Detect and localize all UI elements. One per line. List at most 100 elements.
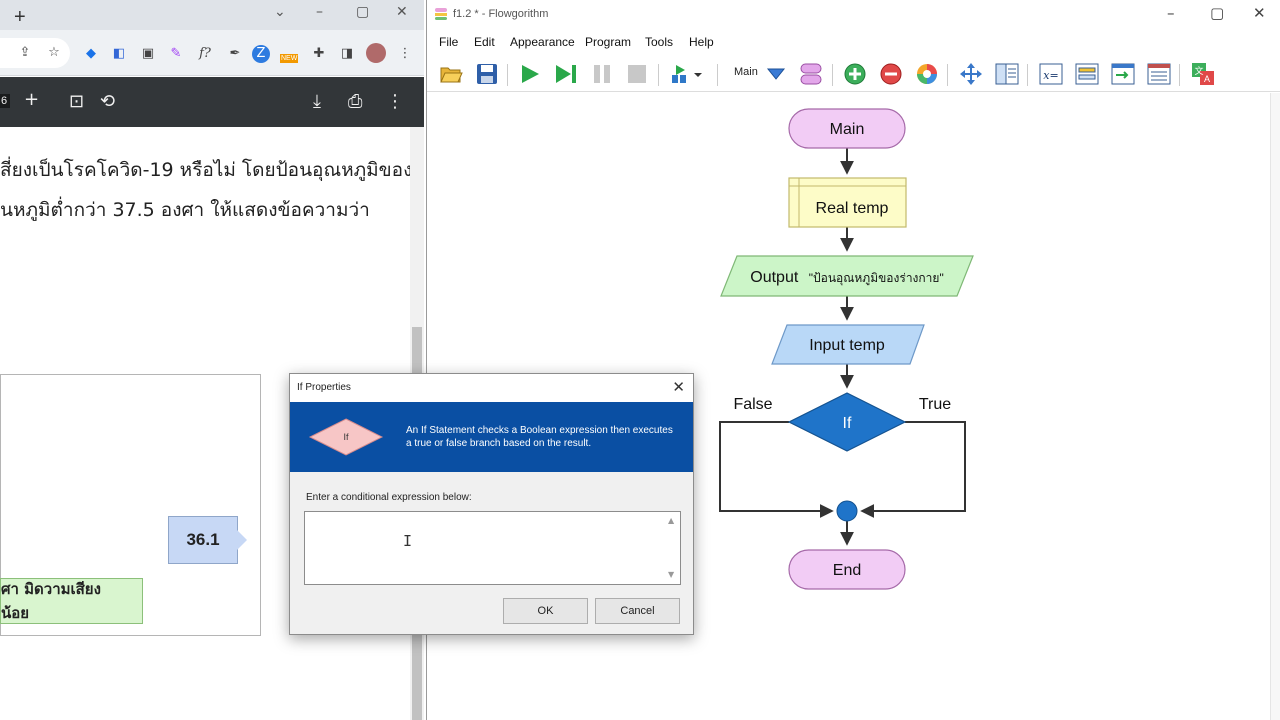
toolbar-separator xyxy=(717,64,718,86)
expression-scrollbar[interactable]: ▲ ▼ xyxy=(664,512,680,584)
chart-style-icon[interactable] xyxy=(1146,61,1172,87)
browser-menu-icon[interactable]: ⋮ xyxy=(398,46,412,61)
download-icon[interactable]: ⤓ xyxy=(313,91,321,112)
tab-search-chevron-icon[interactable]: ⌄ xyxy=(274,4,286,20)
save-icon[interactable] xyxy=(474,61,500,87)
new-tab-button[interactable]: + xyxy=(14,6,26,28)
canvas-scrollbar[interactable] xyxy=(1270,93,1280,720)
declare-shape[interactable]: Real temp xyxy=(788,177,907,228)
end-terminal-label: End xyxy=(833,562,861,579)
pdf-toolbar: 6 + ⊡ ⟲ ⤓ ⎙ ⋮ xyxy=(0,77,424,127)
extension-screen-icon[interactable]: ▣ xyxy=(141,46,155,61)
toolbar-separator xyxy=(507,64,508,86)
false-branch-label: False xyxy=(733,396,772,413)
function-selector[interactable]: Main xyxy=(734,66,758,78)
browser-window: + ⌄ – ▢ ✕ ⇪ ☆ ◆ ◧ ▣ ✎ f? ✒ Z NEW ✚ ◨ ⋮ 6… xyxy=(0,0,424,720)
flowchart-canvas[interactable]: Main Real temp Output "ป้อนอุณหภูมิของร่… xyxy=(427,93,1271,720)
menu-appearance[interactable]: Appearance xyxy=(510,35,575,49)
bookmark-star-icon[interactable]: ☆ xyxy=(48,45,60,60)
dialog-titlebar: If Properties ✕ xyxy=(290,374,693,402)
merge-point[interactable] xyxy=(836,500,858,522)
end-terminal[interactable]: End xyxy=(788,549,906,590)
dialog-close-icon[interactable]: ✕ xyxy=(672,378,685,396)
menu-file[interactable]: File xyxy=(439,35,459,49)
expression-input-frame: ▲ ▼ I xyxy=(304,511,681,585)
input-shape[interactable]: Input temp xyxy=(771,324,925,365)
scroll-up-icon[interactable]: ▲ xyxy=(668,516,675,525)
new-badge: NEW xyxy=(280,54,299,63)
browser-toolbar: ⇪ ☆ ◆ ◧ ▣ ✎ f? ✒ Z NEW ✚ ◨ ⋮ xyxy=(0,30,424,76)
zoom-in-icon[interactable] xyxy=(842,61,868,87)
console-window-icon[interactable] xyxy=(1074,61,1100,87)
pdf-more-icon[interactable]: ⋮ xyxy=(386,91,404,112)
fit-page-icon[interactable]: ⊡ xyxy=(69,91,85,112)
extension-formula-icon[interactable]: f? xyxy=(199,46,211,61)
extension-new-icon[interactable]: NEW xyxy=(280,42,302,63)
open-folder-icon[interactable] xyxy=(438,61,464,87)
expression-input[interactable] xyxy=(305,512,665,584)
input-label: Input temp xyxy=(809,337,885,354)
pause-icon[interactable] xyxy=(589,61,615,87)
output-window-icon[interactable] xyxy=(1110,61,1136,87)
share-icon[interactable]: ⇪ xyxy=(19,45,31,60)
output-shape[interactable]: Output "ป้อนอุณหภูมิของร่างกาย" xyxy=(720,255,974,297)
run-icon[interactable] xyxy=(517,61,543,87)
color-wheel-icon[interactable] xyxy=(914,61,940,87)
scroll-down-icon[interactable]: ▼ xyxy=(668,570,675,579)
fg-close-icon[interactable]: ✕ xyxy=(1253,4,1266,22)
function-dropdown-arrow-icon[interactable] xyxy=(763,61,789,87)
dialog-title: If Properties xyxy=(297,382,351,393)
rotate-icon[interactable]: ⟲ xyxy=(100,91,116,112)
toolbar-separator xyxy=(947,64,948,86)
output-keyword: Output xyxy=(750,269,799,286)
dialog-description: An If Statement checks a Boolean express… xyxy=(406,425,673,449)
layout-panel-icon[interactable] xyxy=(994,61,1020,87)
extension-drive-icon[interactable]: ◆ xyxy=(86,46,96,61)
menu-program[interactable]: Program xyxy=(585,35,632,49)
extension-dropper-icon[interactable]: ✒ xyxy=(229,46,241,61)
run-speed-icon[interactable] xyxy=(669,61,703,87)
expression-prompt: Enter a conditional expression below: xyxy=(306,492,472,503)
toolbar-separator xyxy=(658,64,659,86)
menu-tools[interactable]: Tools xyxy=(645,35,674,49)
fg-minimize-icon[interactable]: – xyxy=(1167,4,1175,22)
toolbar-separator xyxy=(832,64,833,86)
profile-avatar[interactable] xyxy=(366,43,386,63)
window-title: f1.2 * - Flowgorithm xyxy=(453,8,549,20)
extensions-puzzle-icon[interactable]: ✚ xyxy=(313,46,325,61)
address-bar[interactable] xyxy=(0,38,70,68)
extension-docs-icon[interactable]: ◧ xyxy=(112,46,126,61)
if-properties-dialog: If Properties ✕ If An If Statement check… xyxy=(289,373,694,635)
variable-watch-icon[interactable]: x= xyxy=(1038,61,1064,87)
close-icon[interactable]: ✕ xyxy=(396,4,408,20)
print-icon[interactable]: ⎙ xyxy=(348,91,363,112)
cancel-button[interactable]: Cancel xyxy=(595,598,680,624)
menu-help[interactable]: Help xyxy=(689,35,714,49)
connector-true-branch[interactable] xyxy=(860,421,966,518)
if-shape[interactable]: If xyxy=(787,392,907,452)
zoom-in-icon[interactable]: + xyxy=(24,89,40,110)
ok-button[interactable]: OK xyxy=(503,598,588,624)
svg-text:文: 文 xyxy=(1194,65,1203,76)
stop-icon[interactable] xyxy=(624,61,650,87)
connector-false-branch[interactable] xyxy=(719,421,834,518)
fg-maximize-icon[interactable]: ▢ xyxy=(1210,4,1225,22)
extension-pen-icon[interactable]: ✎ xyxy=(170,46,182,61)
move-chart-icon[interactable] xyxy=(958,61,984,87)
start-terminal[interactable]: Main xyxy=(788,108,906,149)
flowgorithm-app-icon xyxy=(435,8,447,20)
step-icon[interactable] xyxy=(553,61,579,87)
maximize-icon[interactable]: ▢ xyxy=(356,4,370,20)
browser-tabstrip: + ⌄ – ▢ ✕ xyxy=(0,0,424,30)
zoom-out-icon[interactable] xyxy=(878,61,904,87)
page-number[interactable]: 6 xyxy=(0,94,11,108)
declare-label: Real temp xyxy=(816,200,889,217)
sidebar-icon[interactable]: ◨ xyxy=(340,46,354,61)
manage-functions-icon[interactable] xyxy=(798,61,824,87)
text-cursor-icon: I xyxy=(403,532,413,550)
extension-z-icon[interactable]: Z xyxy=(252,45,270,63)
minimize-icon[interactable]: – xyxy=(316,4,323,20)
menu-edit[interactable]: Edit xyxy=(474,35,495,49)
